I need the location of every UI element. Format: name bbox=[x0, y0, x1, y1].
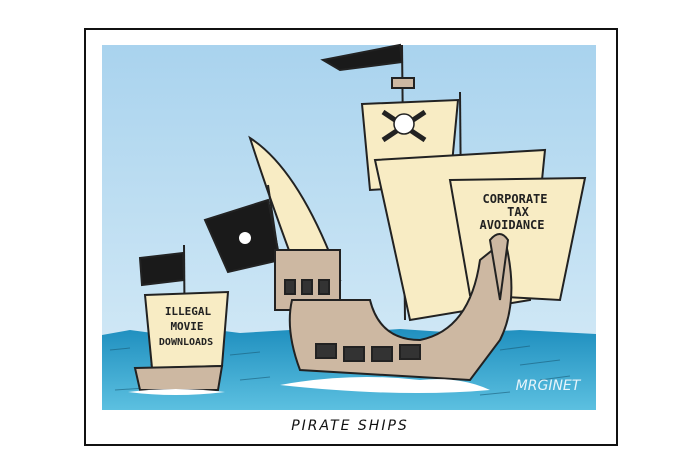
big-sail-line-3: AVOIDANCE bbox=[479, 218, 544, 232]
small-hull bbox=[133, 364, 224, 391]
small-sail-line-1: ILLEGAL bbox=[165, 305, 212, 318]
big-pirate-ship bbox=[203, 43, 587, 394]
big-sail-line-2: TAX bbox=[507, 205, 529, 219]
small-sail-line-2: MOVIE bbox=[170, 320, 203, 333]
wake bbox=[280, 376, 490, 394]
big-sail-line-1: CORPORATE bbox=[482, 192, 547, 206]
artist-signature: MRGINET bbox=[516, 378, 582, 394]
top-flag bbox=[320, 43, 404, 72]
cartoon-caption: PIRATE SHIPS bbox=[291, 418, 409, 434]
skull-crossbones-icon bbox=[381, 109, 427, 143]
small-flag bbox=[138, 251, 186, 287]
small-pirate-ship bbox=[128, 244, 230, 395]
small-sail-line-3: DOWNLOADS bbox=[159, 337, 213, 348]
